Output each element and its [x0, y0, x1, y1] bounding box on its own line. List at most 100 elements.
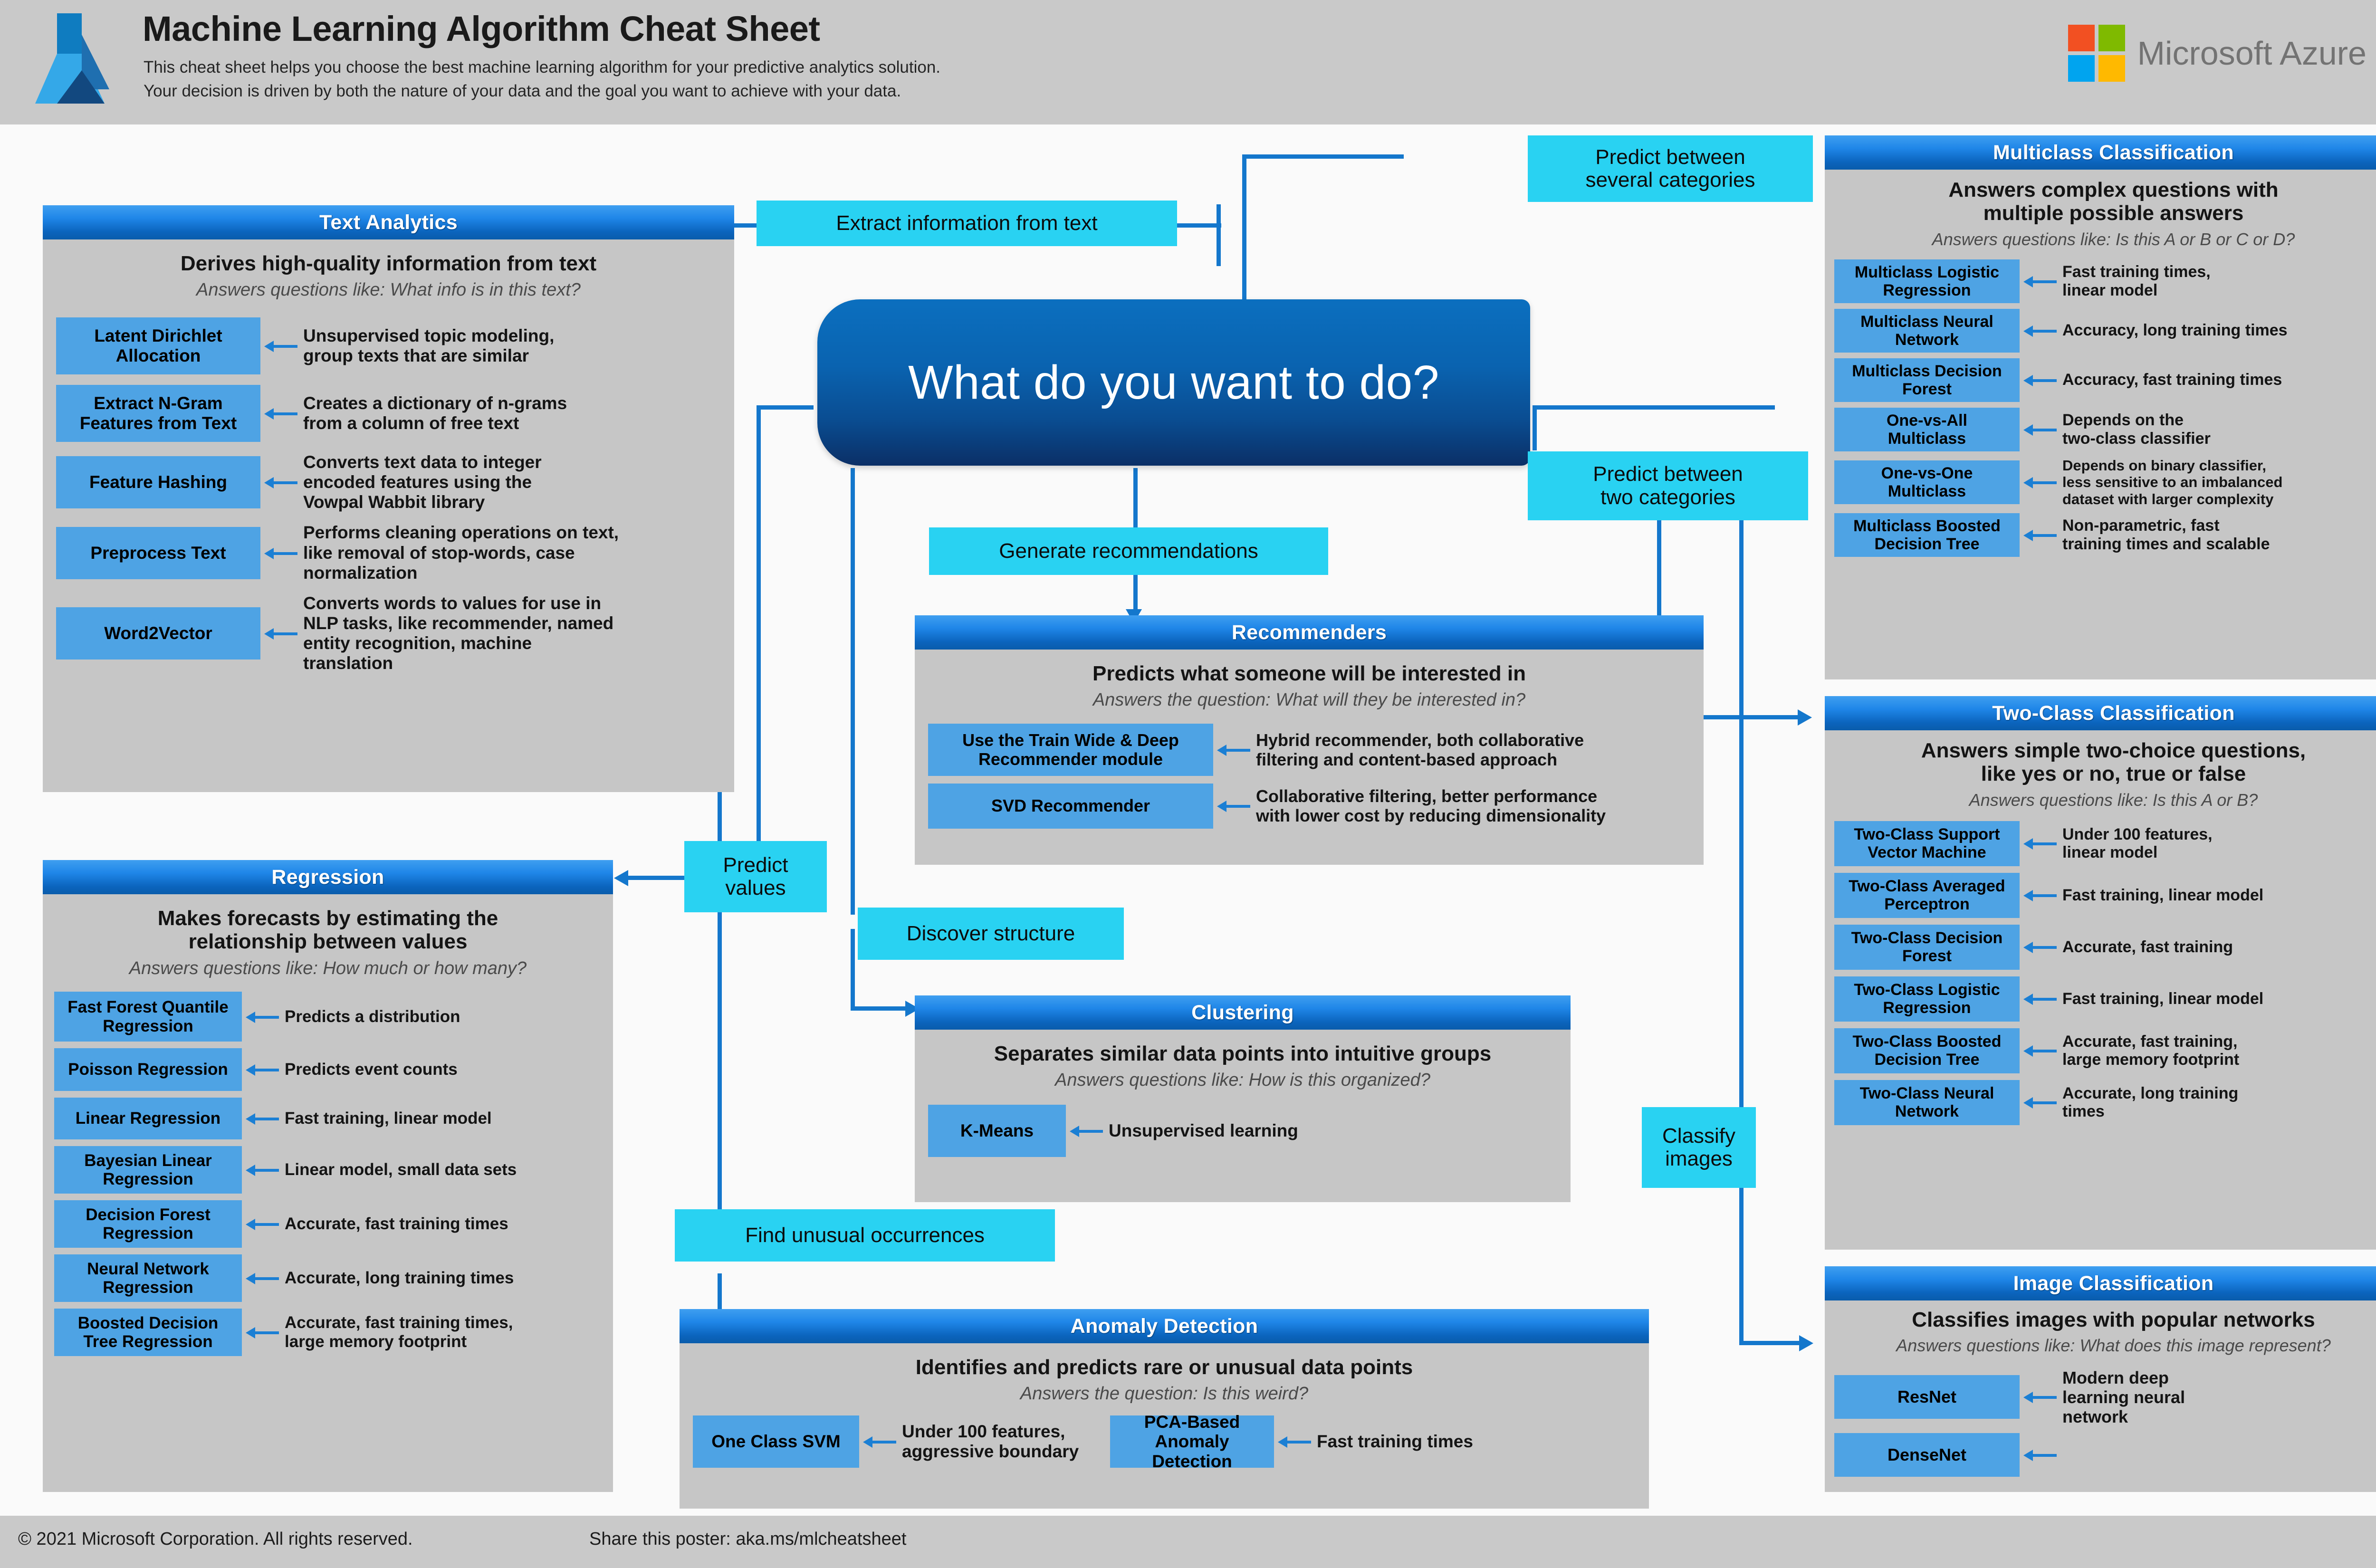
algorithm-box[interactable]: Extract N-Gram Features from Text [56, 384, 260, 442]
algorithm-box[interactable]: Neural Network Regression [54, 1254, 242, 1302]
algorithm-row[interactable]: Two-Class Logistic Regression Fast train… [1834, 976, 2376, 1022]
algorithm-box[interactable]: Two-Class Logistic Regression [1834, 976, 2020, 1022]
panel-header: Text Analytics [43, 205, 734, 239]
algorithm-row[interactable]: Poisson Regression Predicts event counts [54, 1048, 608, 1091]
algorithm-box[interactable]: DenseNet [1834, 1433, 2020, 1477]
algorithm-box[interactable]: Two-Class Neural Network [1834, 1080, 2020, 1125]
algorithm-box[interactable]: Use the Train Wide & Deep Recommender mo… [928, 723, 1213, 776]
decision-label: Discover structure [906, 921, 1075, 945]
algorithm-row[interactable]: Linear Regression Fast training, linear … [54, 1098, 608, 1140]
arrow-left-icon [244, 1061, 281, 1078]
arrow-left-icon [262, 337, 299, 354]
algorithm-note: Modern deep learning neural network [2062, 1367, 2185, 1426]
algorithm-box[interactable]: Two-Class Averaged Perceptron [1834, 872, 2020, 918]
algorithm-box[interactable]: Two-Class Boosted Decision Tree [1834, 1028, 2020, 1073]
algorithm-row[interactable]: Word2Vector Converts words to values for… [56, 593, 728, 674]
algorithm-row[interactable]: Neural Network Regression Accurate, long… [54, 1254, 608, 1302]
algorithm-row[interactable]: Multiclass Decision Forest Accuracy, fas… [1834, 358, 2376, 402]
algorithm-box[interactable]: SVD Recommender [928, 783, 1213, 829]
algorithm-row-group: One Class SVM Under 100 features, aggres… [693, 1412, 1642, 1471]
algorithm-box[interactable]: Fast Forest Quantile Regression [54, 992, 242, 1042]
algorithm-row[interactable]: Feature Hashing Converts text data to in… [56, 452, 728, 513]
algorithm-box[interactable]: Two-Class Decision Forest [1834, 924, 2020, 970]
algorithm-row[interactable]: One-vs-One Multiclass Depends on binary … [1834, 457, 2376, 507]
page-subtitle-line1: This cheat sheet helps you choose the be… [144, 58, 941, 76]
algorithm-box[interactable]: Boosted Decision Tree Regression [54, 1309, 242, 1357]
algorithm-box[interactable]: K-Means [928, 1104, 1066, 1157]
arrow-left-icon [2022, 322, 2059, 339]
algorithm-box[interactable]: Multiclass Neural Network [1834, 308, 2020, 353]
algorithm-row[interactable]: Bayesian Linear Regression Linear model,… [54, 1146, 608, 1194]
panel-two-class-classification: Two-Class Classification Answers simple … [1825, 696, 2376, 1250]
algorithm-note: Accurate, fast training [2062, 937, 2233, 956]
algorithm-box[interactable]: Linear Regression [54, 1098, 242, 1140]
algorithm-row[interactable]: Multiclass Logistic Regression Fast trai… [1834, 259, 2376, 303]
algorithm-box[interactable]: Multiclass Logistic Regression [1834, 259, 2020, 303]
decision-predict-several-categories[interactable]: Predict between several categories [1528, 135, 1813, 202]
arrow-left-icon [2022, 421, 2059, 438]
algorithm-row[interactable]: K-Means Unsupervised learning [928, 1104, 1564, 1157]
algorithm-note: Accuracy, long training times [2062, 321, 2288, 340]
panel-image-classification: Image Classification Classifies images w… [1825, 1266, 2376, 1492]
decision-find-unusual-occurrences[interactable]: Find unusual occurrences [675, 1209, 1055, 1262]
algorithm-box[interactable]: One-vs-One Multiclass [1834, 460, 2020, 504]
algorithm-note: Accurate, long training times [285, 1269, 514, 1288]
algorithm-box[interactable]: One Class SVM [693, 1415, 859, 1468]
algorithm-row[interactable]: Decision Forest Regression Accurate, fas… [54, 1200, 608, 1248]
algorithm-box[interactable]: Word2Vector [56, 607, 260, 660]
algorithm-note: Fast training, linear model [285, 1109, 492, 1128]
algorithm-box[interactable]: Preprocess Text [56, 526, 260, 579]
algorithm-box[interactable]: Multiclass Boosted Decision Tree [1834, 513, 2020, 557]
algorithm-box[interactable]: Poisson Regression [54, 1048, 242, 1091]
arrow-left-icon [1276, 1433, 1313, 1450]
algorithm-row[interactable]: Use the Train Wide & Deep Recommender mo… [928, 723, 1697, 776]
arrow-left-icon [2022, 938, 2059, 956]
arrow-left-icon [244, 1215, 281, 1233]
algorithm-row[interactable]: ResNet Modern deep learning neural netwo… [1834, 1368, 2376, 1426]
decision-predict-values[interactable]: Predict values [684, 841, 827, 912]
algorithm-box[interactable]: Latent Dirichlet Allocation [56, 317, 260, 374]
decision-generate-recommendations[interactable]: Generate recommendations [929, 527, 1328, 575]
algorithm-box[interactable]: Bayesian Linear Regression [54, 1146, 242, 1194]
algorithm-row[interactable]: Latent Dirichlet Allocation Unsupervised… [56, 317, 728, 374]
copyright-text: © 2021 Microsoft Corporation. All rights… [18, 1529, 413, 1549]
panel-title: Regression [271, 865, 384, 889]
panel-description: Predicts what someone will be interested… [1092, 662, 1526, 685]
algorithm-note: Performs cleaning operations on text, li… [303, 523, 619, 583]
decision-extract-text[interactable]: Extract information from text [757, 201, 1177, 246]
algorithm-row[interactable]: Boosted Decision Tree Regression Accurat… [54, 1309, 608, 1357]
algorithm-row[interactable]: Fast Forest Quantile Regression Predicts… [54, 992, 608, 1042]
decision-discover-structure[interactable]: Discover structure [858, 908, 1124, 960]
algorithm-row[interactable]: Extract N-Gram Features from Text Create… [56, 384, 728, 442]
algorithm-row[interactable]: Multiclass Boosted Decision Tree Non-par… [1834, 513, 2376, 557]
algorithm-box[interactable]: Multiclass Decision Forest [1834, 358, 2020, 402]
algorithm-box[interactable]: PCA-Based Anomaly Detection [1110, 1412, 1274, 1471]
algorithm-row[interactable]: One-vs-All Multiclass Depends on the two… [1834, 407, 2376, 451]
arrow-left-icon [262, 474, 299, 491]
algorithm-row[interactable]: DenseNet [1834, 1433, 2376, 1477]
algorithm-note: Accuracy, fast training times [2062, 371, 2282, 389]
panel-title: Multiclass Classification [1993, 141, 2234, 164]
decision-classify-images[interactable]: Classify images [1642, 1107, 1756, 1188]
algorithm-row[interactable]: Two-Class Neural Network Accurate, long … [1834, 1080, 2376, 1125]
share-text: Share this poster: aka.ms/mlcheatsheet [589, 1529, 907, 1549]
algorithm-note: Accurate, fast training, large memory fo… [2062, 1032, 2240, 1069]
algorithm-box[interactable]: Two-Class Support Vector Machine [1834, 821, 2020, 866]
algorithm-box[interactable]: ResNet [1834, 1375, 2020, 1419]
algorithm-box[interactable]: Feature Hashing [56, 456, 260, 509]
panel-anomaly-detection: Anomaly Detection Identifies and predict… [680, 1309, 1649, 1509]
algorithm-row[interactable]: Two-Class Averaged Perceptron Fast train… [1834, 872, 2376, 918]
panel-description: Answers simple two-choice questions, lik… [1921, 739, 2306, 786]
algorithm-box[interactable]: Decision Forest Regression [54, 1200, 242, 1248]
algorithm-row[interactable]: Two-Class Support Vector Machine Under 1… [1834, 821, 2376, 866]
panel-header: Recommenders [915, 615, 1704, 650]
arrow-left-icon [262, 625, 299, 642]
algorithm-row[interactable]: SVD Recommender Collaborative filtering,… [928, 783, 1697, 829]
algorithm-row[interactable]: Multiclass Neural Network Accuracy, long… [1834, 308, 2376, 353]
decision-predict-two-categories[interactable]: Predict between two categories [1528, 451, 1808, 520]
algorithm-box[interactable]: One-vs-All Multiclass [1834, 407, 2020, 451]
algorithm-row[interactable]: Two-Class Decision Forest Accurate, fast… [1834, 924, 2376, 970]
algorithm-row[interactable]: Preprocess Text Performs cleaning operat… [56, 523, 728, 583]
page-subtitle-line2: Your decision is driven by both the natu… [144, 82, 901, 100]
algorithm-row[interactable]: Two-Class Boosted Decision Tree Accurate… [1834, 1028, 2376, 1073]
